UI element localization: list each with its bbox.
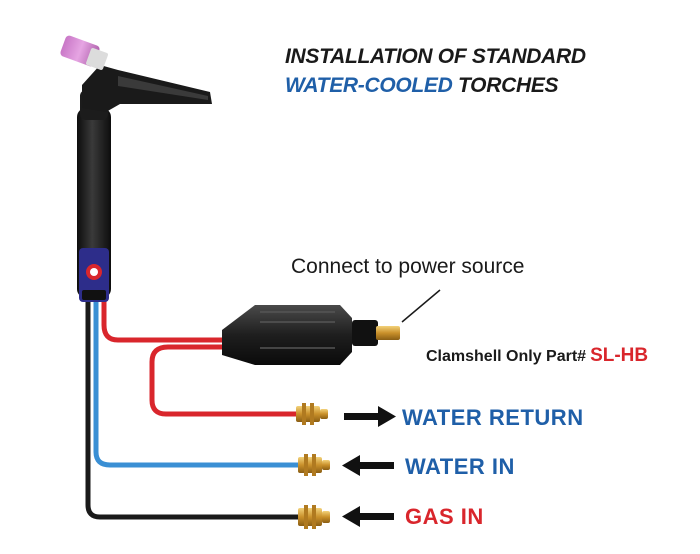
power-source-callout: Connect to power source <box>291 255 525 278</box>
gas-in-label: GAS IN <box>405 504 484 529</box>
water-in-label: WATER IN <box>405 454 515 479</box>
part-number: SL-HB <box>590 345 649 366</box>
arrow-left-icon <box>342 506 394 527</box>
power-connector <box>222 305 400 365</box>
diagram-title-line1: INSTALLATION OF STANDARD <box>285 45 586 68</box>
part-label: Clamshell Only Part# <box>426 348 587 365</box>
torch-head <box>60 35 212 112</box>
water-return-hose <box>149 344 301 417</box>
title-highlight: WATER-COOLED <box>285 74 453 97</box>
power-callout-leader <box>401 289 441 323</box>
water-return-fitting <box>296 403 328 425</box>
arrow-right-icon <box>344 406 396 427</box>
gas-hose <box>85 297 303 520</box>
water-in-fitting <box>298 454 330 476</box>
arrow-left-icon <box>342 455 394 476</box>
torch-handle <box>77 90 111 302</box>
diagram-title-line2: WATER-COOLED TORCHES <box>285 74 559 98</box>
gas-in-fitting <box>298 505 330 529</box>
power-lead-hose <box>101 297 228 343</box>
water-in-hose <box>93 297 303 468</box>
water-return-label: WATER RETURN <box>402 405 584 430</box>
part-number-callout: Clamshell Only Part#SL-HB <box>426 345 648 367</box>
title-rest: TORCHES <box>452 74 559 97</box>
